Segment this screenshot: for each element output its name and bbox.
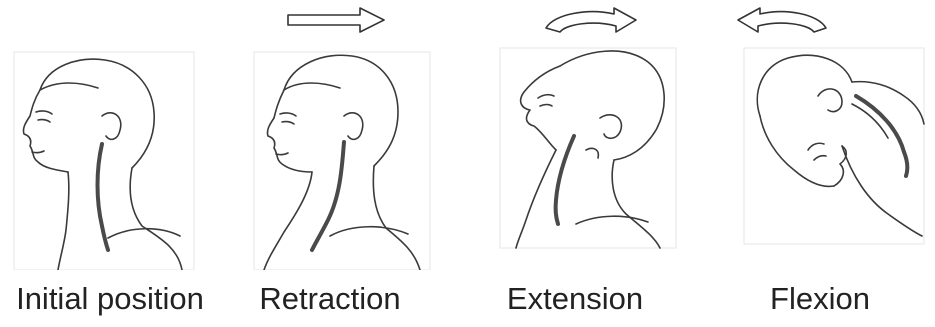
illustration-canvas [0,0,935,270]
panel-flexion [738,8,924,244]
caption-flexion: Flexion [725,276,915,322]
panel-retraction [254,8,430,270]
head-sketch-flexion [757,55,924,236]
caption-retraction: Retraction [235,276,425,322]
cervical-spine-line [98,144,109,250]
cervical-spine-line [556,136,574,224]
caption-extension: Extension [480,276,670,322]
panel-frame [744,48,924,244]
panel-initial-position [14,52,194,270]
straight-right-arrow-icon [288,8,384,32]
cervical-spine-line [312,142,344,250]
curved-right-arrow-icon [546,8,636,32]
panel-extension [500,8,676,248]
head-sketch-extension [516,51,664,248]
curved-left-arrow-icon [738,8,826,32]
caption-initial-position: Initial position [0,276,220,322]
cervical-spine-line [856,96,907,176]
